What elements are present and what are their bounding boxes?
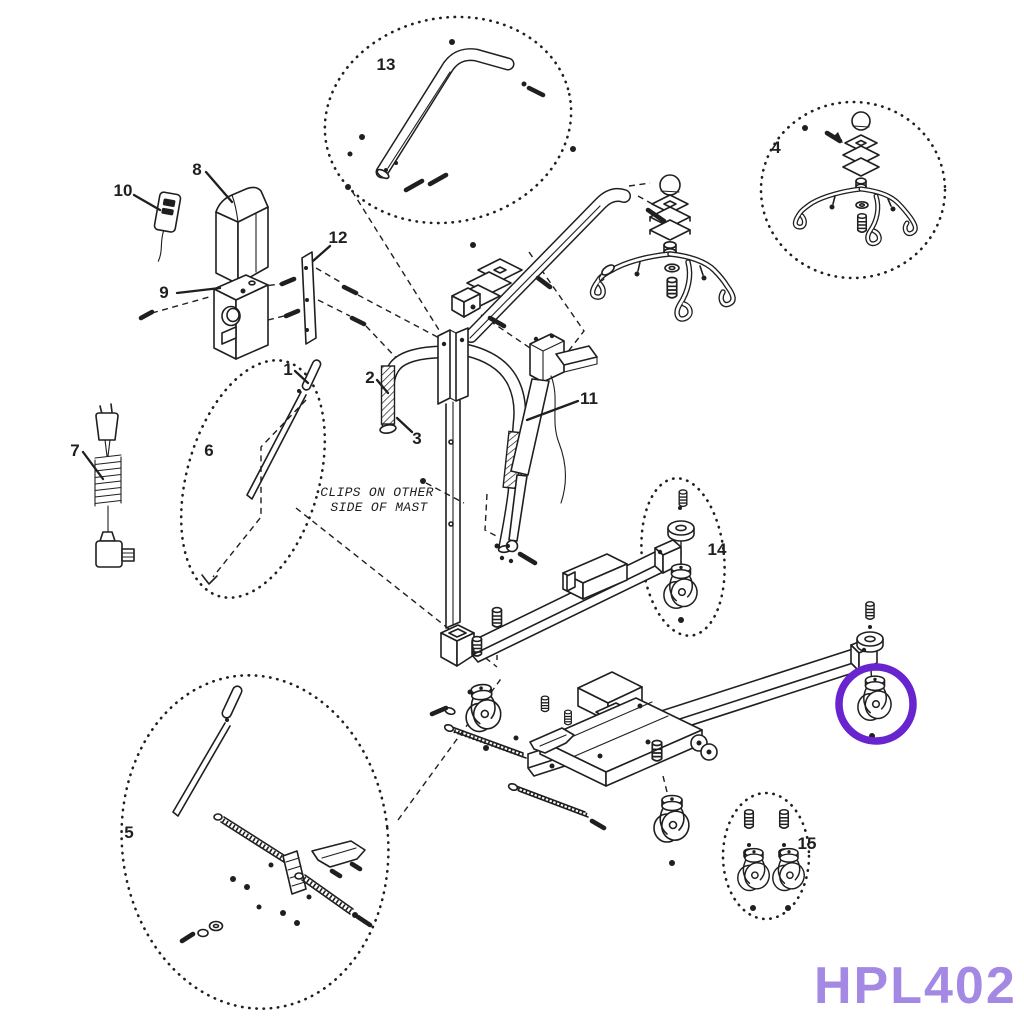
part-label-9: 9 (159, 283, 168, 302)
caster-detail-15a (737, 847, 773, 892)
note-line-2: SIDE OF MAST (330, 500, 428, 515)
caster-detail-14 (663, 563, 701, 610)
adjuster-rod-2 (515, 785, 589, 818)
part-label-3: 3 (412, 429, 421, 448)
actuator (505, 333, 598, 553)
cord-coil (94, 454, 122, 507)
part-label-12: 12 (329, 228, 348, 247)
note-line-1: CLIPS ON OTHER (320, 485, 433, 500)
part-label-15: 15 (798, 834, 817, 853)
detail-ellipse-4 (759, 100, 947, 280)
part-label-2: 2 (365, 368, 374, 387)
fastener-dots (225, 39, 896, 926)
model-code: HPL402 (814, 957, 1017, 1015)
handle-grip (380, 365, 396, 425)
battery-pack (215, 186, 269, 285)
control-socket (221, 326, 237, 345)
detail-ellipse-14 (640, 477, 726, 637)
part-label-8: 8 (192, 160, 201, 179)
adjustment-rod (246, 391, 307, 500)
diagram-note: CLIPS ON OTHER SIDE OF MAST (320, 485, 433, 515)
mounting-strip (301, 251, 317, 345)
control-box (213, 274, 269, 360)
part-label-4: 4 (771, 138, 781, 157)
actuator-rod (508, 474, 528, 542)
part-label-13: 13 (377, 55, 396, 74)
leader-lines (81, 170, 580, 481)
caster-highlighted (857, 675, 895, 722)
rod-handle-sleeve (301, 359, 322, 391)
detail-ellipse-5 (120, 674, 390, 1010)
grouping-ellipses (120, 15, 947, 1010)
hand-control-cable (157, 230, 165, 262)
boom-arm (451, 187, 631, 343)
retainer-clip (601, 264, 615, 276)
part-label-1: 1 (283, 360, 292, 379)
mast-rod-group (246, 359, 322, 500)
mast-head-channel (437, 329, 451, 405)
hand-control (153, 191, 182, 262)
power-cord (94, 403, 135, 568)
angle-plate (311, 840, 366, 868)
pins-and-screws (138, 85, 843, 944)
highlight-circle (835, 663, 917, 745)
linkage-detail-group (172, 685, 366, 938)
caster-detail-15b (772, 847, 808, 892)
install-arrow (201, 574, 218, 585)
part-label-11: 11 (580, 389, 598, 408)
part-label-6: 6 (204, 441, 213, 460)
mast-assembly (379, 327, 527, 629)
part-label-7: 7 (70, 441, 79, 460)
swivel-bar-assembly (589, 174, 736, 322)
detail-ellipse-13 (323, 15, 573, 225)
part-label-14: 14 (708, 540, 727, 559)
detail-ellipse-6 (179, 359, 327, 599)
base-leg-front (527, 648, 860, 777)
swivel-bar-detail-group (792, 111, 918, 247)
base-assembly (440, 539, 878, 818)
caster-front-right (653, 794, 693, 844)
base-leg-rear (471, 550, 664, 663)
cord-connector (95, 540, 123, 568)
part-label-10: 10 (114, 181, 133, 200)
part-label-5: 5 (124, 823, 133, 842)
ratchet-bracket (282, 850, 307, 895)
detail-ellipse-15 (721, 791, 811, 921)
actuator-body (510, 378, 550, 476)
actuator-cable (550, 375, 566, 504)
plug-body (95, 412, 119, 441)
